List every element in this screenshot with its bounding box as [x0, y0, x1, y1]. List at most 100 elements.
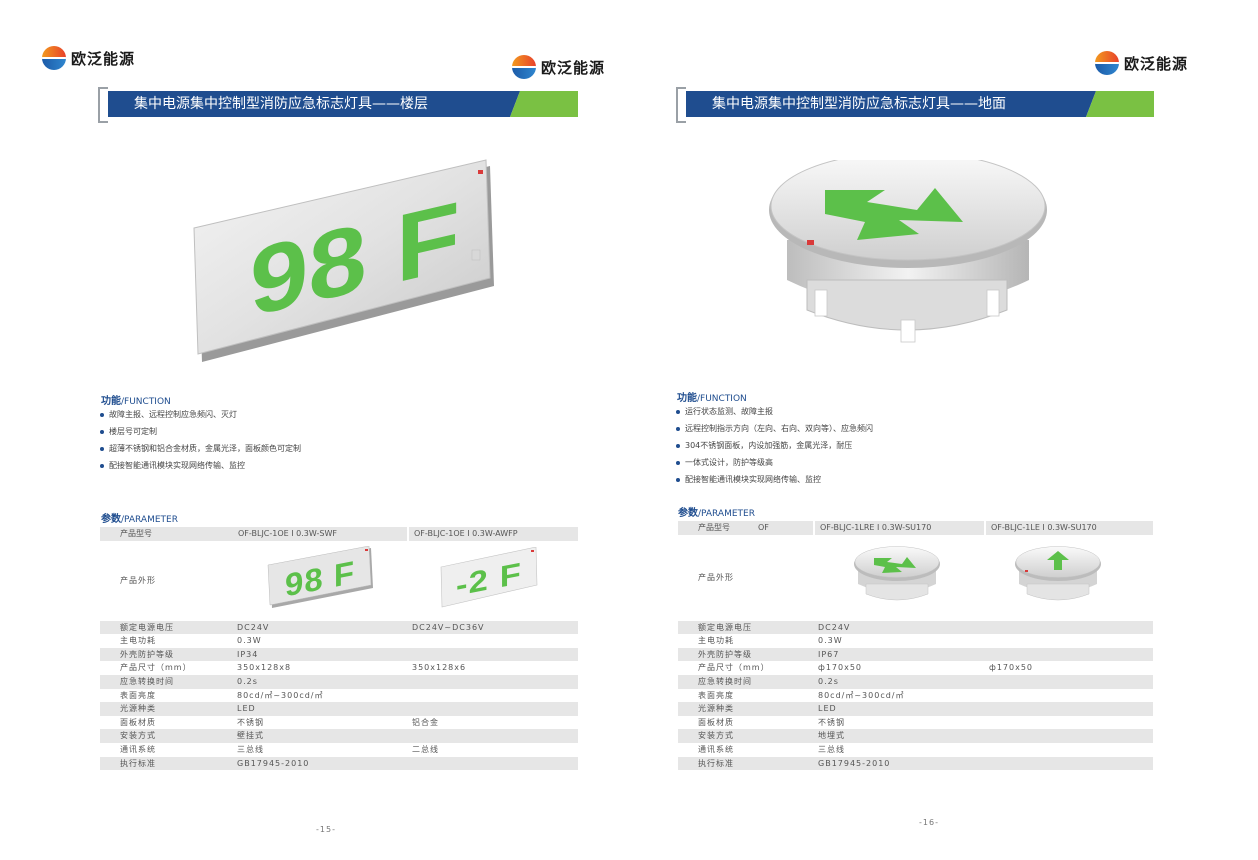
title-accent — [510, 91, 578, 117]
param-value — [408, 674, 578, 689]
right-page: 欧泛能源 集中电源集中控制型消防应急标志灯具——地面 功能/FUNCTION 运… — [629, 0, 1258, 860]
model-value: OF-BLJC-1OE I 0.3W-SWF — [233, 527, 408, 541]
title-accent — [1086, 91, 1154, 117]
sign-thumbnail-steel: 98 F — [267, 545, 373, 609]
param-value: DC24V~DC36V — [408, 620, 578, 635]
function-list: 运行状态监测、故障主报 远程控制指示方向（左向、右向、双向等）、应急频闪 304… — [676, 403, 873, 488]
function-heading: 功能/FUNCTION — [101, 392, 171, 407]
model-value: OF-BLJC-1LE I 0.3W-SU170 — [984, 521, 1153, 535]
param-value: ф170x50 — [989, 663, 1034, 673]
param-value: LED — [814, 702, 985, 716]
brand-logo: 欧泛能源 — [1095, 51, 1188, 75]
param-value — [985, 689, 1153, 703]
parameter-heading: 参数/PARAMETER — [678, 504, 755, 519]
page-number: -15- — [316, 825, 336, 834]
param-value — [408, 634, 578, 648]
param-value — [408, 756, 578, 771]
param-label: 应急转换时间 — [678, 674, 814, 689]
param-label: 安装方式 — [100, 729, 233, 743]
table-row: 产品型号 OF-BLJC-1OE I 0.3W-SWF OF-BLJC-1OE … — [100, 527, 578, 541]
param-value: 铝合金 — [412, 717, 439, 727]
param-label: 产品尺寸（mm） — [698, 663, 770, 673]
param-label: 光源种类 — [100, 702, 233, 716]
brand-name: 欧泛能源 — [71, 49, 136, 68]
title-bracket — [676, 87, 686, 123]
param-value: 三总线 — [237, 744, 264, 754]
table-row: 通讯系统三总线二总线 — [100, 743, 578, 757]
brand-logo-secondary: 欧泛能源 — [512, 55, 605, 79]
page-number: -16- — [919, 818, 939, 827]
table-row: 通讯系统 三总线 — [678, 743, 1153, 757]
param-value: 二总线 — [412, 744, 439, 754]
param-value: GB17945-2010 — [233, 756, 408, 771]
param-value: LED — [233, 702, 408, 716]
param-value — [985, 756, 1153, 771]
table-row: 安装方式地埋式 — [678, 729, 1153, 743]
appearance-cell: 98 F — [233, 541, 408, 621]
ground-light-thumbnail-bidirectional — [854, 546, 940, 601]
list-item: 运行状态监测、故障主报 — [676, 403, 873, 420]
function-heading: 功能/FUNCTION — [677, 389, 747, 404]
param-label: 面板材质 — [698, 717, 734, 727]
param-value: DC24V — [814, 620, 985, 635]
param-label: 外壳防护等级 — [678, 647, 814, 662]
param-label: 应急转换时间 — [100, 674, 233, 689]
param-value: 地埋式 — [814, 729, 985, 743]
param-label: 执行标准 — [678, 756, 814, 771]
parameter-heading-en: /PARAMETER — [698, 509, 755, 519]
parameter-heading-en: /PARAMETER — [121, 515, 178, 525]
table-row: 产品外形 98 F -2 F — [100, 541, 578, 621]
param-value: GB17945-2010 — [814, 756, 985, 771]
param-value: 不锈钢 — [818, 717, 845, 727]
param-value — [985, 634, 1153, 648]
list-item: 配接智能通讯模块实现网络传输、监控 — [676, 471, 873, 488]
function-heading-cn: 功能 — [677, 393, 697, 404]
appearance-label: 产品外形 — [698, 572, 734, 582]
param-value — [985, 729, 1153, 743]
param-value — [985, 674, 1153, 689]
param-value: 0.3W — [818, 636, 843, 646]
appearance-cell — [814, 535, 985, 621]
brand-logo: 欧泛能源 — [42, 46, 135, 70]
model-prefix: OF — [758, 523, 769, 532]
param-value: 0.2s — [814, 674, 985, 689]
list-item: 远程控制指示方向（左向、右向、双向等）、应急频闪 — [676, 420, 873, 437]
param-value: 350x128x6 — [412, 663, 467, 673]
param-label: 表面亮度 — [120, 690, 156, 700]
model-label: 产品型号 — [100, 527, 233, 541]
model-value: OF-BLJC-1OE I 0.3W-AWFP — [407, 527, 578, 541]
model-value: OF-BLJC-1LRE I 0.3W-SU170 — [813, 521, 985, 535]
param-value: 80cd/㎡~300cd/㎡ — [237, 690, 324, 700]
param-label: 主电功耗 — [120, 636, 156, 646]
ground-light-thumbnail-single — [1015, 546, 1101, 601]
left-page: 欧泛能源 欧泛能源 集中电源集中控制型消防应急标志灯具——楼层 98 F 功能/… — [42, 46, 605, 834]
param-label: 产品尺寸（mm） — [120, 663, 192, 673]
table-row: 安装方式壁挂式 — [100, 729, 578, 743]
param-value: 三总线 — [818, 744, 845, 754]
param-value — [985, 743, 1153, 757]
function-list: 故障主报、远程控制应急频闪、灭灯 楼层号可定制 超薄不锈钢和铝合金材质，金属光泽… — [100, 406, 301, 474]
param-value — [985, 702, 1153, 716]
param-label: 安装方式 — [678, 729, 814, 743]
param-label: 通讯系统 — [698, 744, 734, 754]
list-item: 一体式设计，防护等级高 — [676, 454, 873, 471]
param-value: ф170x50 — [818, 663, 863, 673]
ground-light-product-image — [769, 160, 1047, 343]
table-row: 产品外形 — [678, 535, 1153, 621]
direction-arrow-icon — [874, 557, 916, 574]
page-title-bar: 集中电源集中控制型消防应急标志灯具——地面 — [676, 87, 1154, 123]
param-value — [985, 647, 1153, 662]
list-item: 配接智能通讯模块实现网络传输、监控 — [100, 457, 301, 474]
param-label: 外壳防护等级 — [100, 647, 233, 662]
floor-sign-product-image: 98 F — [193, 159, 494, 362]
param-value: 0.2s — [233, 674, 408, 689]
param-label: 光源种类 — [678, 702, 814, 716]
